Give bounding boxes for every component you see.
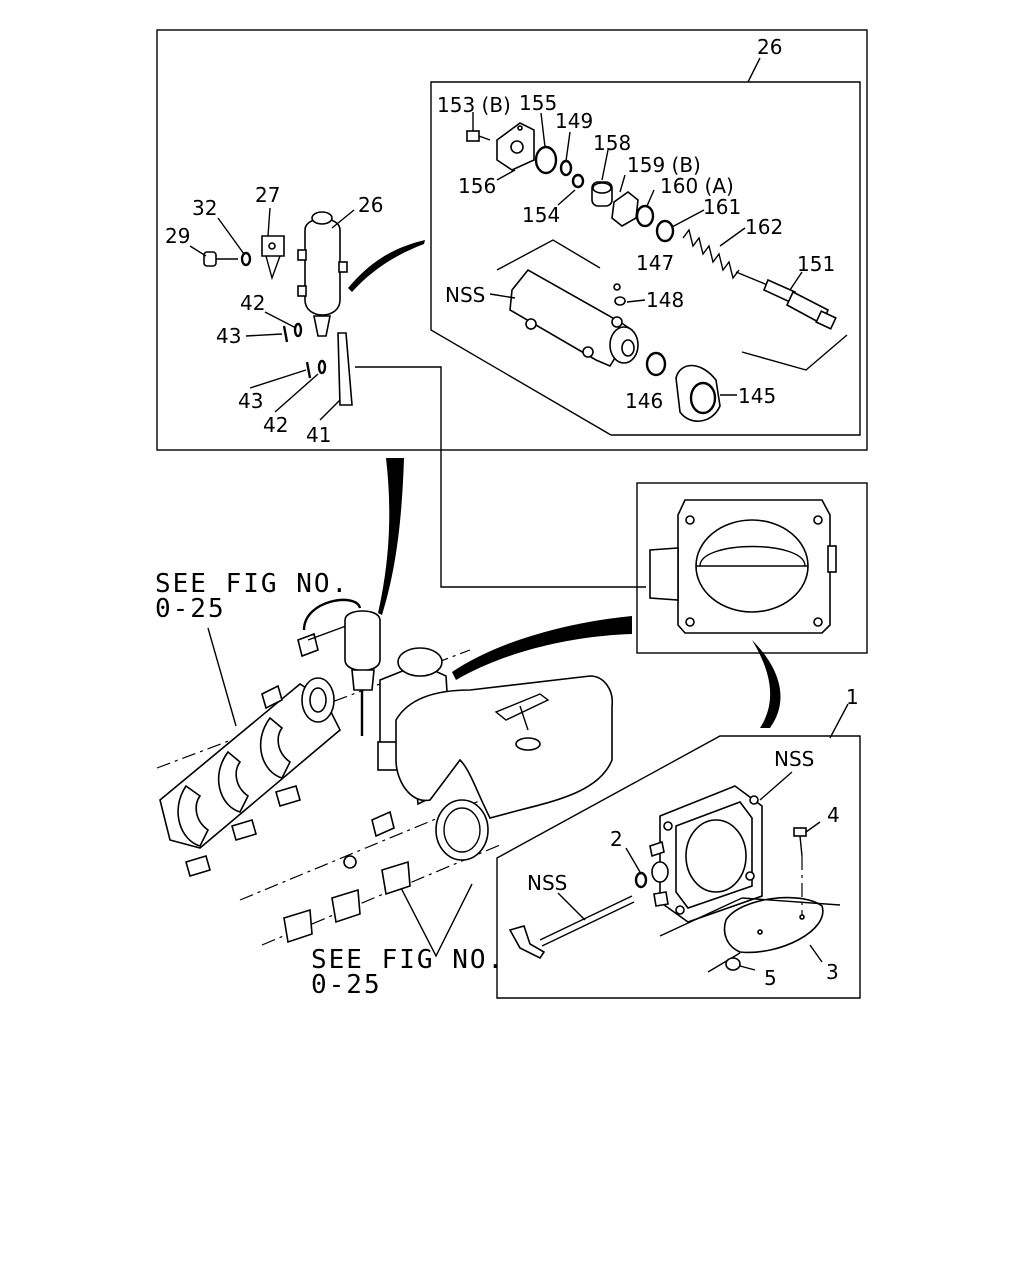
throttle-exploded-box bbox=[496, 735, 861, 999]
throttle-detail-frame bbox=[636, 482, 868, 654]
label-162: 162 bbox=[745, 215, 783, 239]
label-155: 155 bbox=[519, 91, 557, 115]
left-leaders bbox=[189, 207, 355, 421]
label-161: 161 bbox=[703, 195, 741, 219]
exhaust-manifold bbox=[159, 677, 341, 877]
part-26-assembly bbox=[297, 211, 348, 337]
label-151: 151 bbox=[797, 252, 835, 276]
see-fig-top-line1: SEE FIG NO. bbox=[155, 569, 349, 599]
label-158: 158 bbox=[593, 131, 631, 155]
ring-149 bbox=[559, 159, 573, 177]
top-detail-frame bbox=[156, 29, 868, 451]
ring-146 bbox=[645, 351, 667, 377]
throttle-body-front bbox=[649, 499, 837, 634]
washer-161 bbox=[655, 219, 675, 243]
seal-160 bbox=[635, 204, 655, 228]
see-fig-bottom-line2: 0-25 bbox=[311, 970, 382, 1000]
piston-158 bbox=[591, 181, 613, 207]
bolt-29 bbox=[203, 251, 238, 267]
label-29: 29 bbox=[165, 224, 190, 248]
label-nss-throttle: NSS bbox=[774, 747, 814, 771]
washer-32 bbox=[240, 251, 252, 267]
throttle-plate-3 bbox=[723, 896, 824, 954]
sleeve-159 bbox=[611, 190, 639, 227]
label-nss-shaft: NSS bbox=[527, 871, 567, 895]
ball-147 bbox=[613, 283, 621, 291]
see-fig-top-line2: 0-25 bbox=[155, 594, 226, 624]
cap-145 bbox=[675, 364, 721, 422]
label-26: 26 bbox=[358, 193, 383, 217]
label-4: 4 bbox=[827, 803, 840, 827]
label-154: 154 bbox=[522, 203, 560, 227]
label-26-box: 26 bbox=[757, 35, 782, 59]
lower-manifold-parts bbox=[283, 778, 427, 944]
label-146: 146 bbox=[625, 389, 663, 413]
exhaust-pipe-muffler bbox=[395, 675, 614, 861]
clip-42-upper bbox=[293, 322, 303, 338]
callout-wedge-throttle bbox=[752, 640, 781, 728]
inner-leaders bbox=[472, 112, 803, 396]
pin-43-upper bbox=[282, 325, 289, 343]
pin-43-lower bbox=[305, 361, 312, 379]
label-147: 147 bbox=[636, 251, 674, 275]
shaft-nss bbox=[508, 895, 635, 960]
callout-wedge-engine-left bbox=[378, 458, 404, 615]
clip-42-lower bbox=[317, 359, 327, 375]
label-3: 3 bbox=[826, 960, 839, 984]
egr-valve-assembly bbox=[297, 598, 381, 736]
screw-4 bbox=[793, 827, 807, 857]
connector-line bbox=[355, 366, 646, 588]
label-43-lower: 43 bbox=[238, 389, 263, 413]
label-27: 27 bbox=[255, 183, 280, 207]
label-43-upper: 43 bbox=[216, 324, 241, 348]
cylinder-detail-box bbox=[430, 81, 861, 436]
throttle-body-part-1 bbox=[649, 785, 763, 923]
label-2: 2 bbox=[610, 827, 623, 851]
label-159: 159 (B) bbox=[627, 153, 701, 177]
washer-2 bbox=[634, 871, 648, 889]
cylinder-body bbox=[509, 268, 639, 368]
label-42-upper: 42 bbox=[240, 291, 265, 315]
label-145: 145 bbox=[738, 384, 776, 408]
callout-wedge-engine-right bbox=[452, 616, 632, 680]
label-160: 160 (A) bbox=[660, 174, 734, 198]
label-5: 5 bbox=[764, 966, 777, 990]
label-42-lower: 42 bbox=[263, 413, 288, 437]
link-41 bbox=[337, 332, 353, 406]
spring-148 bbox=[614, 296, 626, 306]
clip-154 bbox=[571, 173, 585, 189]
washer-5 bbox=[725, 957, 741, 971]
label-153: 153 (B) bbox=[437, 93, 511, 117]
box1-leaders bbox=[557, 703, 849, 971]
see-fig-bottom-line1: SEE FIG NO. bbox=[311, 945, 505, 975]
callout-wedge-top bbox=[348, 240, 425, 292]
rod-151 bbox=[735, 271, 837, 330]
label-148: 148 bbox=[646, 288, 684, 312]
label-156: 156 bbox=[458, 174, 496, 198]
label-nss-top: NSS bbox=[445, 283, 485, 307]
oring-155 bbox=[534, 145, 558, 175]
label-1: 1 bbox=[846, 685, 859, 709]
label-32: 32 bbox=[192, 196, 217, 220]
label-41: 41 bbox=[306, 423, 331, 447]
bracket-27 bbox=[261, 235, 285, 281]
label-149: 149 bbox=[555, 109, 593, 133]
bolt-153 bbox=[466, 130, 491, 142]
flange-156 bbox=[496, 122, 535, 171]
spring-162 bbox=[682, 228, 740, 280]
